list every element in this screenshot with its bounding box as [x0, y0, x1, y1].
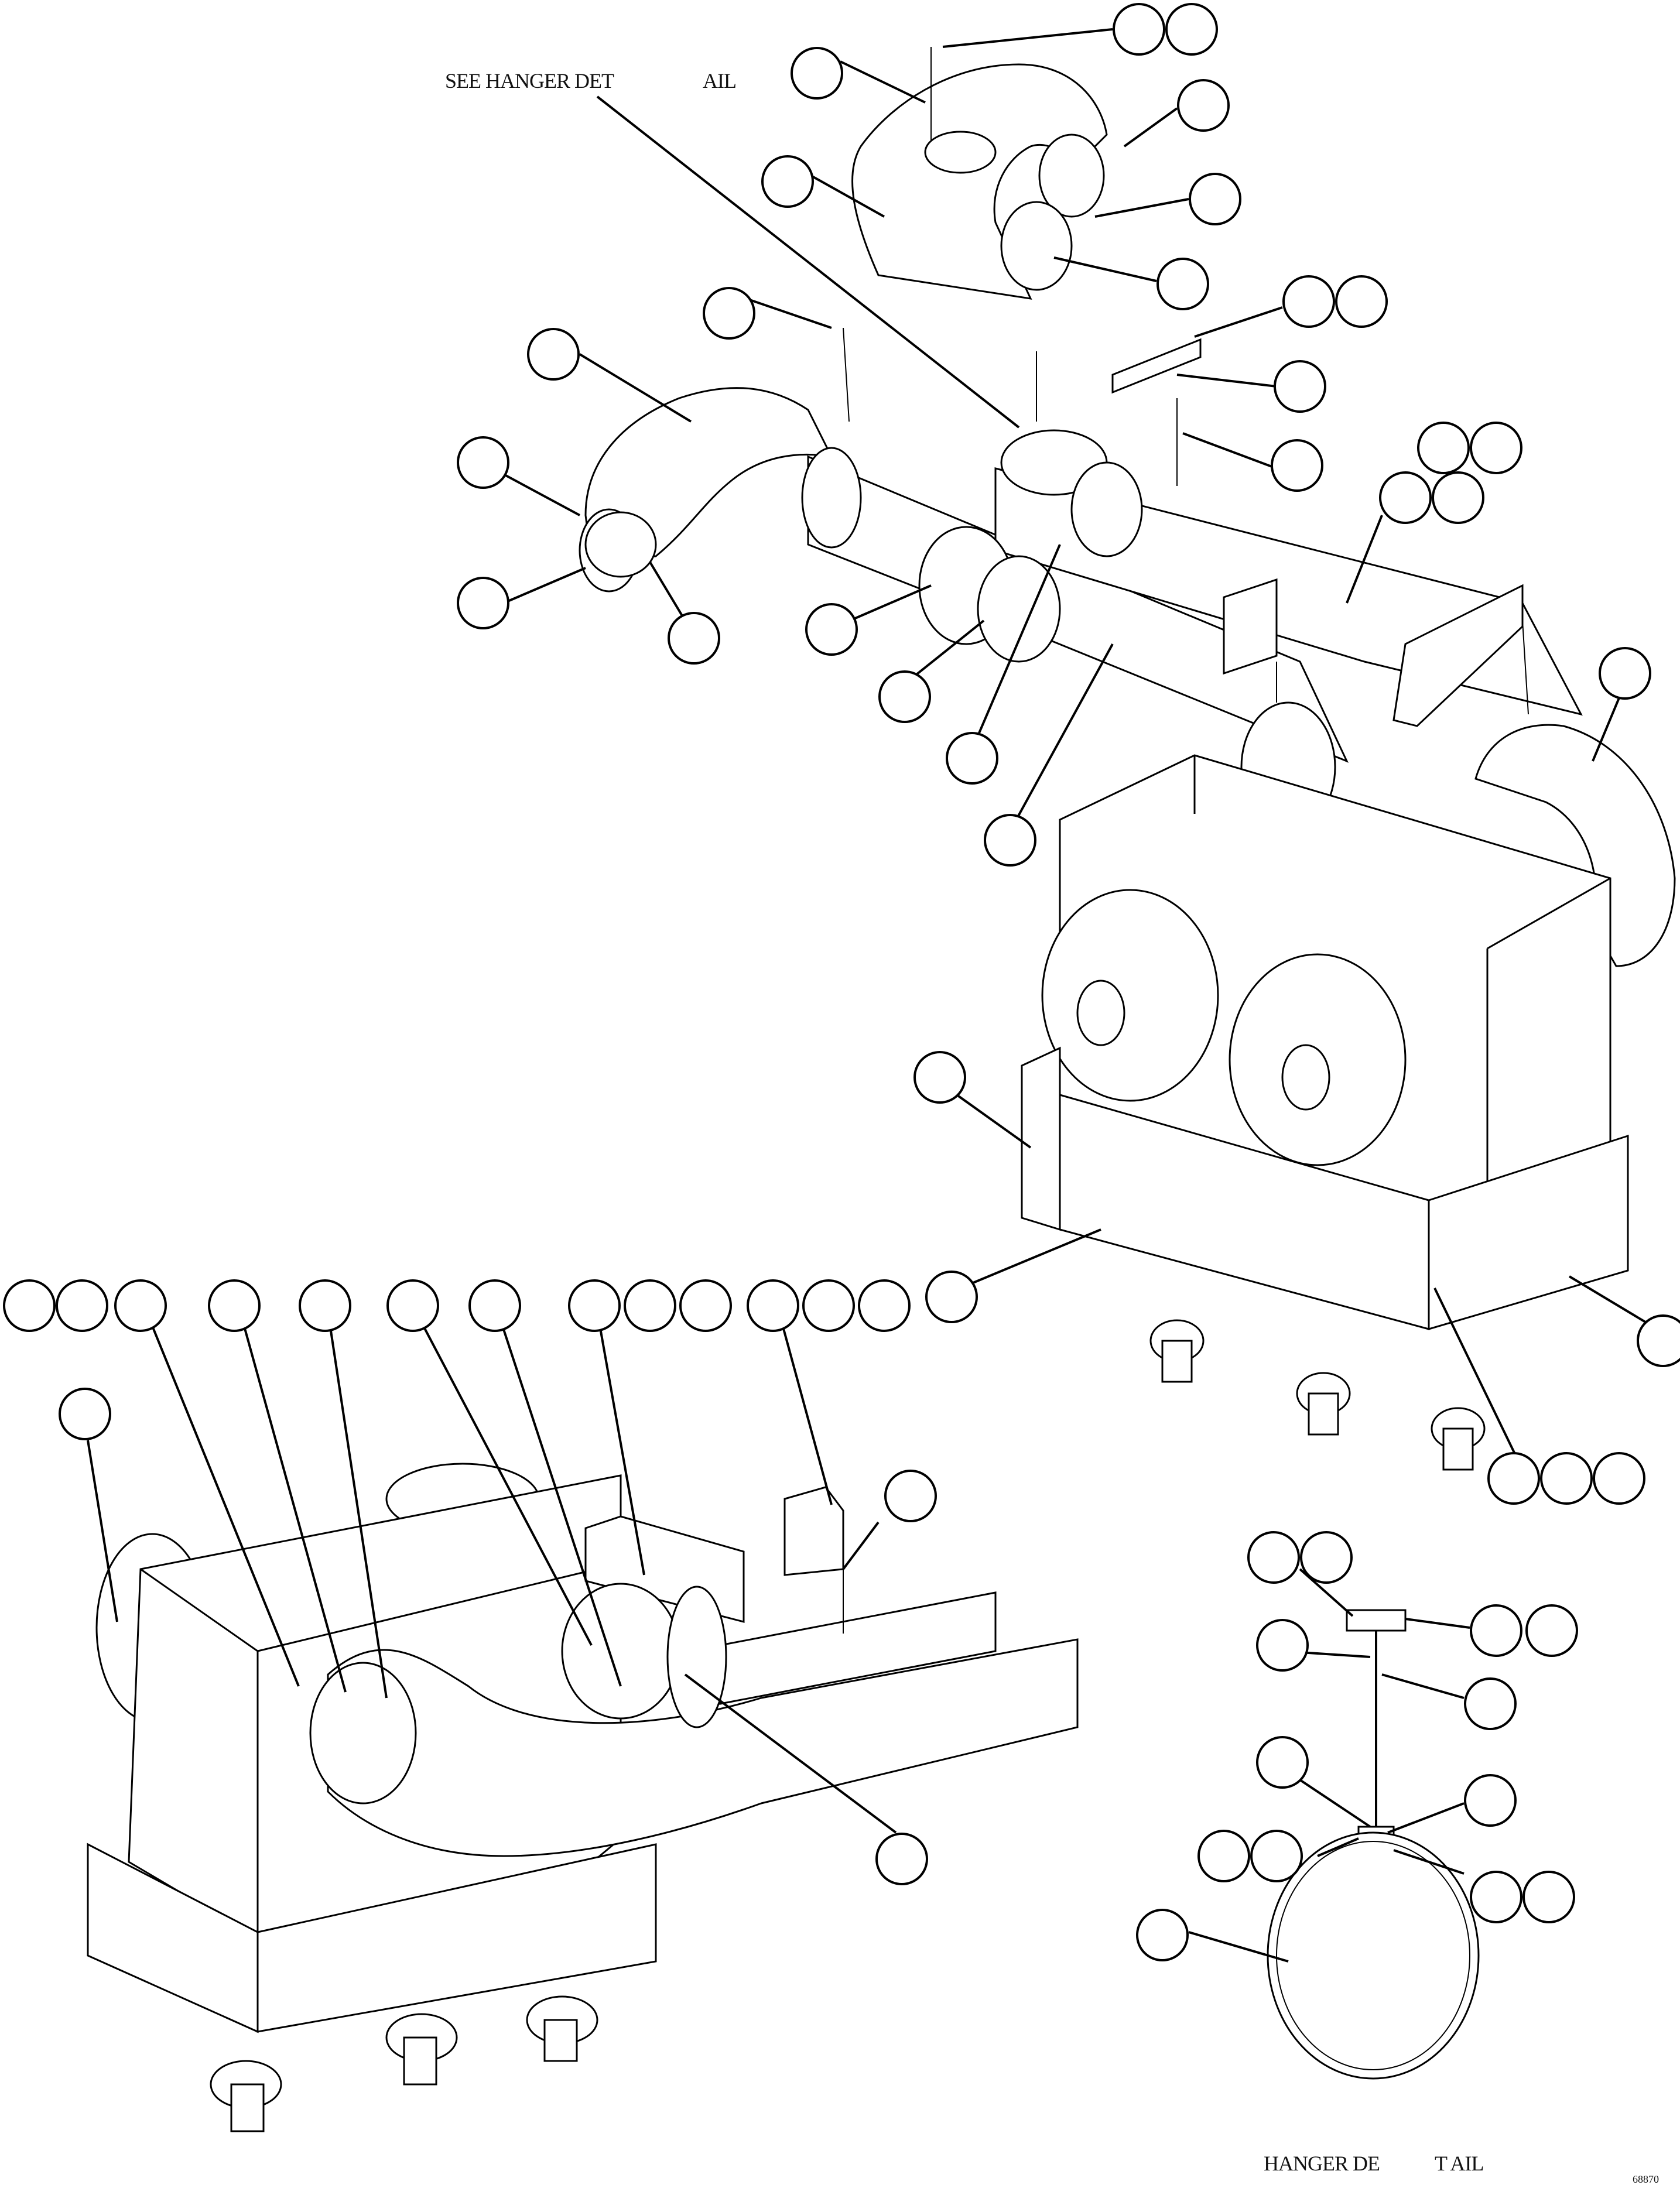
duct-end-left	[801, 447, 862, 549]
air-filter-left-outlet	[1076, 980, 1125, 1046]
upper-assembly	[579, 47, 1676, 1471]
hanger-top-clamp	[1346, 1609, 1407, 1632]
see-hanger-detail-caption-left: SEE HANGER DET	[445, 69, 614, 93]
side-panel-left	[1021, 1046, 1061, 1231]
callout-balloons	[3, 3, 1680, 1961]
lower-elbow-duct	[327, 1638, 1079, 1857]
right-elbow	[1474, 724, 1676, 967]
coupling-upper-4	[1070, 461, 1143, 557]
upper-main-duct	[807, 455, 1349, 763]
hanger-ring	[1267, 1831, 1480, 2080]
lower-coupling-left	[309, 1662, 417, 1804]
hanger-bracket-1	[1111, 338, 1202, 394]
lower-hanger-plate	[783, 1486, 844, 1576]
top-elbow	[851, 63, 1108, 300]
drawing-number: 68870	[1633, 2173, 1659, 2185]
hanger-detail-caption-right: T AIL	[1435, 2152, 1483, 2175]
see-hanger-detail-caption-right: AIL	[703, 69, 736, 93]
top-elbow-outlet	[1038, 133, 1105, 218]
air-filter-left	[1041, 889, 1219, 1102]
top-elbow-clamp	[924, 131, 997, 174]
coupling-upper-3	[977, 555, 1061, 663]
top-elbow-cuff	[1000, 201, 1073, 291]
air-filter-right-outlet	[1281, 1044, 1330, 1111]
hanger-bracket-2	[1223, 578, 1278, 675]
hanger-detail-caption-left: HANGER DE	[1264, 2152, 1380, 2175]
lower-coupling-right	[561, 1583, 680, 1720]
lower-strap	[666, 1586, 727, 1728]
lower-assembly	[87, 1463, 1079, 2132]
hanger-bracket-3	[1392, 584, 1524, 727]
lower-front-panel	[256, 1843, 657, 2033]
left-elbow-clamp	[584, 511, 657, 578]
left-elbow	[584, 387, 833, 563]
